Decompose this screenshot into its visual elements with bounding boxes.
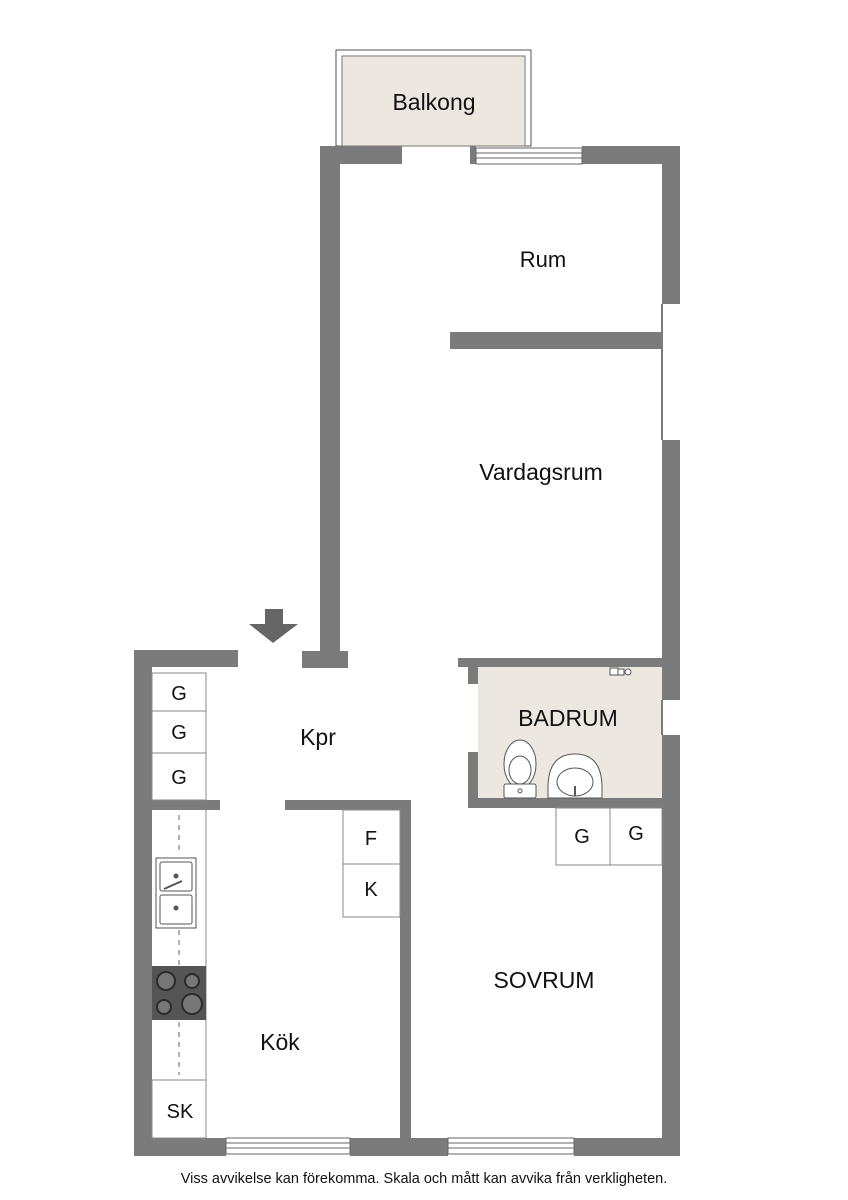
wall-top-left [320, 146, 402, 164]
room-label-kitchen: Kök [260, 1029, 300, 1055]
hall-closet-3 [151, 752, 207, 801]
stove-icon [152, 966, 206, 1020]
room-label-bedroom: SOVRUM [494, 967, 595, 993]
hall-closets [151, 672, 207, 801]
room-label-bathroom: BADRUM [518, 705, 618, 731]
appliance-block [342, 809, 401, 918]
windows [225, 147, 583, 1155]
window-bedroom [447, 1137, 575, 1155]
wall-bottom-3 [574, 1138, 680, 1156]
walls [134, 146, 680, 1156]
fridge-box [342, 809, 401, 865]
closet-label-bedroom-2: G [628, 823, 644, 845]
wall-top-right [582, 146, 680, 164]
wall-bath-left-top [468, 658, 478, 684]
hall-closet-1 [151, 672, 207, 712]
closet-label-freezer: K [364, 879, 378, 901]
wall-upper-left [320, 146, 340, 668]
freezer-box [342, 863, 401, 918]
room-label-living: Vardagsrum [479, 459, 603, 485]
wall-top-mid [470, 146, 476, 164]
shower-tap-icon [609, 667, 632, 676]
room-label-room: Rum [520, 247, 566, 272]
closet-label-hall-1: G [171, 683, 187, 705]
room-label-balcony: Balkong [392, 89, 475, 115]
wall-right-1 [662, 146, 680, 304]
wall-bath-left-bottom [468, 752, 478, 808]
wall-kitchen-top-left [152, 800, 220, 810]
closet-label-hall-3: G [171, 767, 187, 789]
kitchen-counter [151, 810, 207, 1139]
wall-bottom-1 [134, 1138, 226, 1156]
closet-label-bedroom-1: G [574, 826, 590, 848]
wall-partition-rum [450, 332, 662, 349]
wall-kitchen-top-right [285, 800, 411, 810]
balcony-floor [341, 55, 526, 147]
wall-bath-bottom [468, 798, 680, 808]
bedroom-closet-1 [555, 807, 611, 866]
wall-right-2 [662, 440, 680, 700]
kitchen-cabinet-sk [151, 1079, 207, 1139]
wall-entry-right [302, 651, 348, 668]
closet-label-fridge: F [365, 828, 377, 850]
window-kitchen [225, 1137, 351, 1155]
wall-lower-left [134, 650, 152, 1156]
sink-icon [155, 857, 197, 929]
closet-label-hall-2: G [171, 722, 187, 744]
bedroom-closets [555, 807, 663, 866]
wall-lower-top-left [134, 650, 238, 667]
disclaimer-text: Viss avvikelse kan förekomma. Skala och … [180, 1171, 668, 1187]
room-label-hall: Kpr [300, 724, 336, 750]
window-top [475, 147, 583, 165]
bedroom-closet-2 [609, 807, 663, 866]
wall-bath-top [458, 658, 680, 667]
entrance-arrow-icon [249, 609, 298, 643]
toilet-icon [503, 739, 537, 799]
closet-label-kitchen-sk: SK [167, 1101, 194, 1123]
washbasin-icon [547, 753, 603, 799]
wall-bottom-2 [350, 1138, 448, 1156]
wall-kitchen-bedroom [400, 800, 411, 1138]
wall-right-3 [662, 735, 680, 1156]
